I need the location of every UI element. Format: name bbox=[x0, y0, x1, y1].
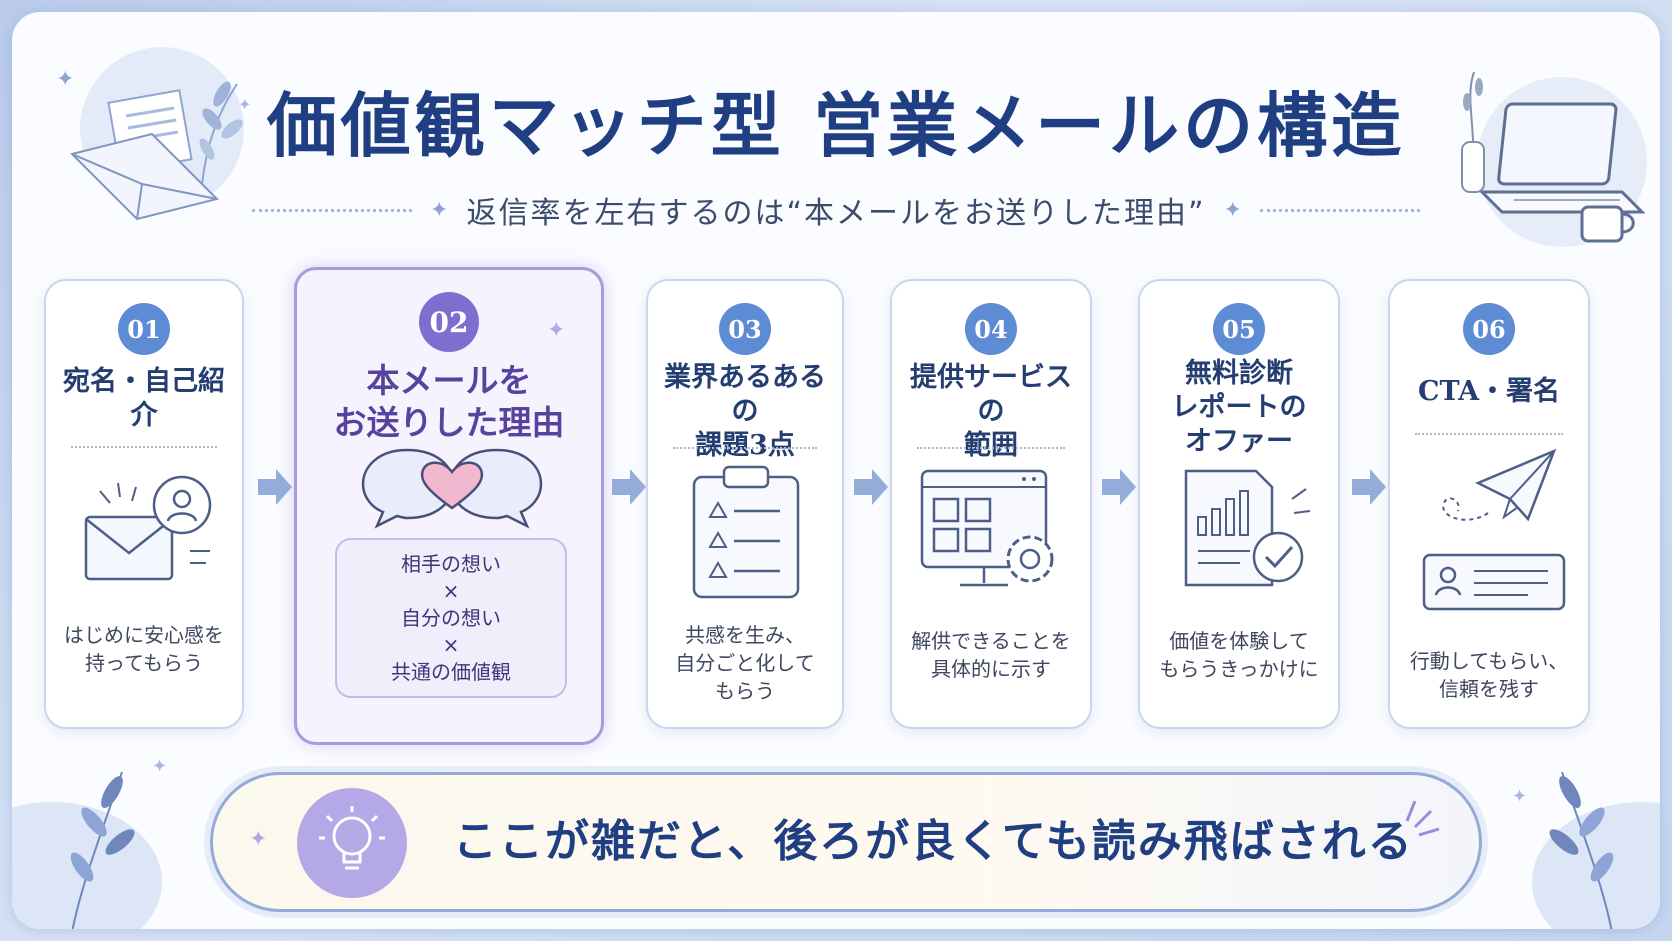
dotted-separator bbox=[673, 447, 817, 449]
clipboard-warning-icon bbox=[692, 465, 800, 599]
step-number-badge: 02 bbox=[419, 292, 479, 352]
flow-arrow-icon bbox=[258, 469, 292, 505]
leaf-decoration-icon: ✦ bbox=[1512, 771, 1660, 929]
step-number-badge: 06 bbox=[1463, 303, 1515, 355]
dotted-separator bbox=[1415, 433, 1563, 435]
step-title: 宛名・自己紹介 bbox=[63, 366, 225, 431]
paper-plane-card-icon bbox=[1422, 448, 1566, 611]
flow-arrow-icon bbox=[612, 469, 646, 505]
sparkle-icon: ✦ bbox=[249, 827, 268, 852]
svg-text:✦: ✦ bbox=[56, 67, 74, 92]
svg-text:✦: ✦ bbox=[152, 756, 167, 777]
flow-arrow-icon bbox=[854, 469, 888, 505]
speech-bubbles-heart-icon bbox=[361, 448, 543, 529]
step-description: 解供できることを 具体的に示す bbox=[911, 629, 1071, 681]
step-title: CTA・署名 bbox=[1417, 376, 1561, 407]
flow-arrow-icon bbox=[1102, 469, 1136, 505]
step-number-badge: 04 bbox=[965, 303, 1017, 355]
step-card-05: 05 無料診断 レポートの オファー 価値を体験して もらうきっかけに bbox=[1138, 279, 1340, 729]
lightbulb-icon bbox=[319, 806, 385, 870]
subtitle-row: ✦ 返信率を左右するのは“本メールをお送りした理由” ✦ bbox=[12, 190, 1660, 231]
sparkle-icon: ✦ bbox=[430, 197, 449, 223]
step-card-02: 02 ✦ 本メールを お送りした理由 相手の想い × 自分の想い × 共通の価値… bbox=[294, 267, 604, 745]
key-message-banner: ✦ ここが雑だと、後ろが良くても読み飛ばされる bbox=[210, 772, 1482, 912]
step-card-03: 03 業界あるあるの 課題3点 共感を生み、 自分ごと化して もらう bbox=[646, 279, 844, 729]
banner-message: ここが雑だと、後ろが良くても読み飛ばされる bbox=[453, 816, 1414, 867]
dotted-divider bbox=[252, 208, 413, 212]
report-check-icon bbox=[1184, 469, 1311, 587]
dotted-separator bbox=[71, 446, 217, 448]
leaf-decoration-icon: ✦ bbox=[12, 756, 167, 929]
flow-arrow-icon bbox=[1352, 469, 1386, 505]
step-description: 共感を生み、 自分ごと化して もらう bbox=[675, 623, 815, 703]
step-title: 無料診断 レポートの オファー bbox=[1171, 358, 1307, 457]
lightbulb-badge bbox=[297, 788, 407, 898]
envelope-person-icon bbox=[84, 475, 212, 581]
page-title: 価値観マッチ型 営業メールの構造 bbox=[266, 84, 1406, 167]
step-description: 価値を体験して もらうきっかけに bbox=[1159, 629, 1319, 681]
monitor-gear-icon bbox=[920, 469, 1054, 587]
svg-text:✦: ✦ bbox=[1512, 786, 1527, 807]
step-number-badge: 01 bbox=[118, 303, 170, 355]
step-description: はじめに安心感を 持ってもらう bbox=[64, 623, 224, 675]
step-number-badge: 03 bbox=[719, 303, 771, 355]
step-card-06: 06 CTA・署名 行動してもらい、 信頼を残す bbox=[1388, 279, 1590, 729]
sparkle-icon: ✦ bbox=[547, 318, 566, 343]
value-formula-box: 相手の想い × 自分の想い × 共通の価値観 bbox=[335, 538, 567, 698]
laptop-decoration-icon bbox=[1461, 71, 1647, 247]
dotted-divider bbox=[1259, 208, 1420, 212]
step-title: 提供サービスの 範囲 bbox=[910, 362, 1072, 461]
emphasis-marks-icon bbox=[1405, 800, 1440, 837]
step-card-04: 04 提供サービスの 範囲 解供できることを 具体的に示す bbox=[890, 279, 1092, 729]
subtitle: 返信率を左右するのは“本メールをお送りした理由” bbox=[466, 196, 1206, 231]
envelope-decoration-icon: ✦ ✦ bbox=[56, 47, 251, 221]
step-number-badge: 05 bbox=[1213, 303, 1265, 355]
svg-text:✦: ✦ bbox=[238, 95, 251, 114]
step-description: 行動してもらい、 信頼を残す bbox=[1409, 649, 1569, 701]
step-title: 本メールを お送りした理由 bbox=[333, 361, 565, 442]
step-card-01: 01 宛名・自己紹介 はじめに安心感を 持ってもらう bbox=[44, 279, 244, 729]
dotted-separator bbox=[917, 447, 1065, 449]
step-title: 業界あるあるの 課題3点 bbox=[664, 362, 826, 461]
infographic-panel: ✦ ✦ ✦ ✦ 価値観マッチ型 営業メールの構造 ✦ bbox=[12, 12, 1660, 929]
sparkle-icon: ✦ bbox=[1223, 197, 1242, 223]
